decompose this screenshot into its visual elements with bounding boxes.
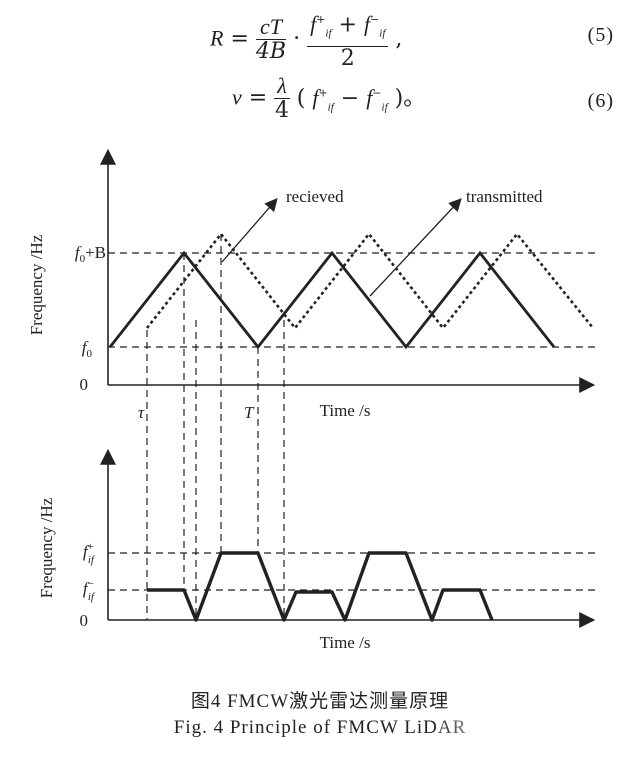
arrow-received — [221, 198, 278, 263]
bottom-y-label: Frequency /Hz — [37, 497, 56, 598]
eq5-frac1-den: 4B — [255, 38, 287, 64]
eq6-paren: ( f+if − f−if )。 — [296, 84, 426, 113]
eq5-frac2-den: 2 — [340, 45, 355, 71]
caption-cn: 图4 FMCW激光雷达测量原理 — [190, 691, 450, 712]
top-tick-f0: f0 — [82, 338, 93, 360]
top-x-label: Time /s — [320, 401, 371, 420]
bottom-tick-zero: 0 — [80, 611, 89, 630]
equation-5-body: R = cT 4B · f+if + f−if 2 , — [210, 8, 402, 71]
equation-6-body: v = λ 4 ( f+if − f−if )。 — [232, 73, 426, 123]
label-tau: τ — [138, 403, 145, 422]
label-received: recieved — [286, 187, 344, 206]
top-tick-f0B: f0+B — [75, 243, 106, 265]
eq5-comma: , — [395, 26, 403, 52]
caption-fade-overlay — [430, 706, 640, 742]
transmitted-signal — [108, 250, 556, 350]
vertical-connectors — [146, 234, 285, 620]
eq5-lhs: R — [210, 25, 224, 51]
bottom-tick-fif-minus: f−if — [83, 578, 96, 603]
equation-5: R = cT 4B · f+if + f−if 2 , (5) — [0, 8, 640, 70]
eq5-frac1-num: cT — [255, 14, 287, 40]
equation-6: v = λ 4 ( f+if − f−if )。 (6) — [0, 74, 640, 126]
eq6-lhs: v — [232, 84, 242, 110]
top-y-label: Frequency /Hz — [27, 234, 46, 335]
bottom-x-label: Time /s — [320, 633, 371, 652]
eq5-frac2-num: f+if + f−if — [307, 8, 389, 47]
beat-frequency-signal — [147, 551, 494, 622]
eq6-number: (6) — [587, 90, 614, 112]
eq5-fraction-1: cT 4B — [255, 14, 287, 64]
label-T: T — [244, 403, 255, 422]
eq5-fraction-2: f+if + f−if 2 — [307, 8, 389, 71]
arrow-transmitted — [369, 198, 462, 297]
fmcw-figure: Frequency /Hz Time /s 0 f0 f0+B recieved… — [27, 148, 600, 652]
received-signal — [145, 231, 595, 331]
bottom-tick-fif-plus: f+if — [83, 541, 96, 566]
label-transmitted: transmitted — [466, 187, 543, 206]
eq6-fraction: λ 4 — [274, 74, 290, 123]
top-tick-zero: 0 — [80, 375, 89, 394]
eq6-lambda: λ — [274, 74, 290, 99]
eq5-number: (5) — [587, 24, 614, 46]
caption-en: Fig. 4 Principle of FMCW LiDAR — [173, 717, 467, 738]
eq6-den: 4 — [274, 98, 289, 123]
